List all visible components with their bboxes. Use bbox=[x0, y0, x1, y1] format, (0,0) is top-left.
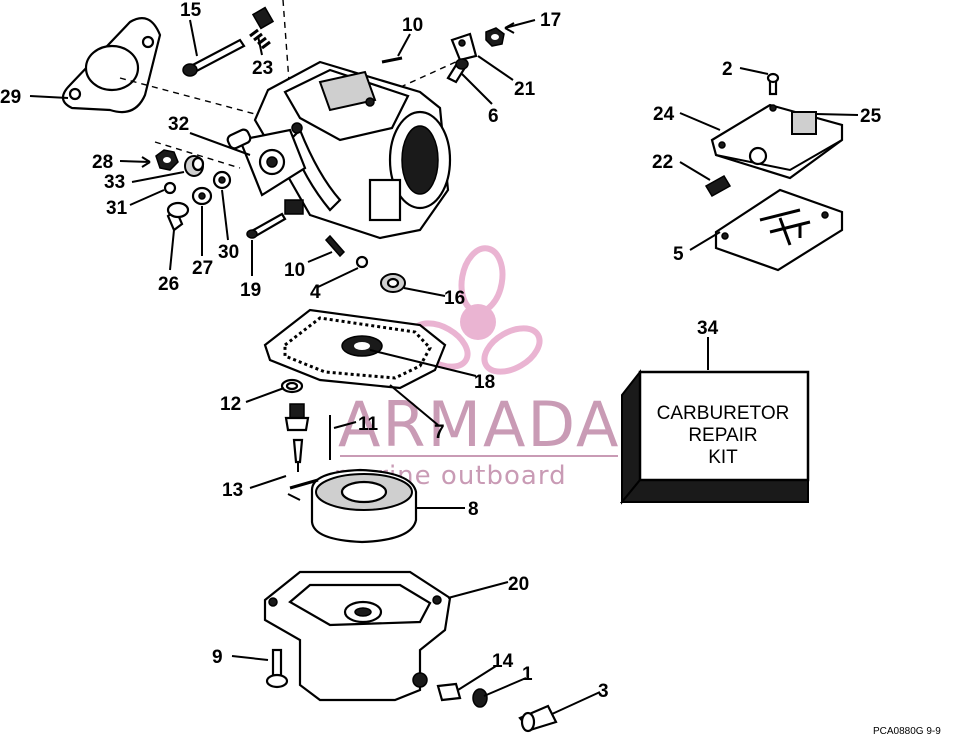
plug-3 bbox=[518, 704, 558, 733]
washer-16 bbox=[380, 273, 406, 293]
callout-9: 9 bbox=[212, 647, 223, 668]
watermark-brand: ARMADA bbox=[338, 388, 620, 461]
callout-10-top: 10 bbox=[402, 15, 423, 36]
washer-12 bbox=[280, 378, 304, 394]
float-bowl-20 bbox=[263, 570, 452, 702]
screw-2 bbox=[766, 72, 780, 96]
callout-13: 13 bbox=[222, 480, 243, 501]
callout-23: 23 bbox=[252, 58, 273, 79]
callout-16: 16 bbox=[444, 288, 465, 309]
washer-31 bbox=[163, 181, 177, 195]
callout-2: 2 bbox=[722, 59, 733, 80]
leader-lines bbox=[29, 19, 859, 715]
screw-6 bbox=[446, 58, 469, 84]
needle-seat-11 bbox=[284, 403, 331, 460]
fitting-22 bbox=[704, 174, 732, 198]
kit-line-2: REPAIR bbox=[688, 425, 757, 446]
callout-labels: 15 23 29 10 17 21 6 2 24 25 22 5 32 28 3… bbox=[0, 0, 882, 702]
callout-11: 11 bbox=[358, 414, 379, 435]
callout-18: 18 bbox=[474, 372, 495, 393]
lockwasher-30 bbox=[212, 170, 232, 190]
drawing-code: PCA0880G 9-9 bbox=[873, 726, 941, 737]
callout-3: 3 bbox=[598, 681, 609, 702]
bushing-33 bbox=[184, 155, 205, 177]
kit-line-1: CARBURETOR bbox=[657, 403, 790, 424]
callout-26: 26 bbox=[158, 274, 179, 295]
callout-30: 30 bbox=[218, 242, 239, 263]
callout-10-lower: 10 bbox=[284, 260, 305, 281]
callout-20: 20 bbox=[508, 574, 529, 595]
callout-31: 31 bbox=[106, 198, 128, 219]
flange-gasket bbox=[61, 17, 162, 114]
pump-cover-24 bbox=[710, 103, 844, 180]
washer-27 bbox=[191, 186, 213, 206]
callout-5: 5 bbox=[673, 244, 684, 265]
callout-14: 14 bbox=[492, 651, 514, 672]
callout-12: 12 bbox=[220, 394, 241, 415]
callout-19: 19 bbox=[240, 280, 261, 301]
callout-4: 4 bbox=[310, 282, 321, 303]
callout-27: 27 bbox=[192, 258, 213, 279]
float-bowl-gasket bbox=[263, 308, 447, 390]
nut-28 bbox=[155, 149, 179, 171]
callout-25: 25 bbox=[860, 106, 882, 127]
screw-15 bbox=[182, 38, 246, 77]
spring-23 bbox=[249, 6, 275, 50]
screw-19 bbox=[246, 212, 287, 239]
callout-17: 17 bbox=[540, 10, 561, 31]
carburetor-body bbox=[226, 60, 452, 240]
diaphragm-5 bbox=[714, 188, 844, 272]
callout-8: 8 bbox=[468, 499, 479, 520]
callout-28: 28 bbox=[92, 152, 113, 173]
callout-34: 34 bbox=[697, 318, 719, 339]
callout-7: 7 bbox=[434, 422, 445, 443]
needle-13 bbox=[292, 438, 304, 472]
float-8 bbox=[287, 468, 418, 544]
washer-1 bbox=[472, 688, 488, 708]
screw-26 bbox=[166, 201, 190, 232]
callout-22: 22 bbox=[652, 152, 673, 173]
carburetor-repair-kit: CARBURETOR REPAIR KIT bbox=[619, 369, 810, 505]
kit-line-3: KIT bbox=[708, 447, 738, 468]
bracket-21 bbox=[450, 32, 478, 62]
plug-14 bbox=[436, 682, 462, 702]
callout-6: 6 bbox=[488, 106, 499, 127]
callout-1: 1 bbox=[522, 664, 533, 685]
callout-24: 24 bbox=[653, 104, 675, 125]
callout-21: 21 bbox=[514, 79, 536, 100]
callout-32: 32 bbox=[168, 114, 189, 135]
screw-9 bbox=[265, 648, 289, 689]
callout-33: 33 bbox=[104, 172, 125, 193]
callout-15: 15 bbox=[180, 0, 202, 21]
callout-29: 29 bbox=[0, 87, 21, 108]
nut-17 bbox=[485, 27, 505, 47]
